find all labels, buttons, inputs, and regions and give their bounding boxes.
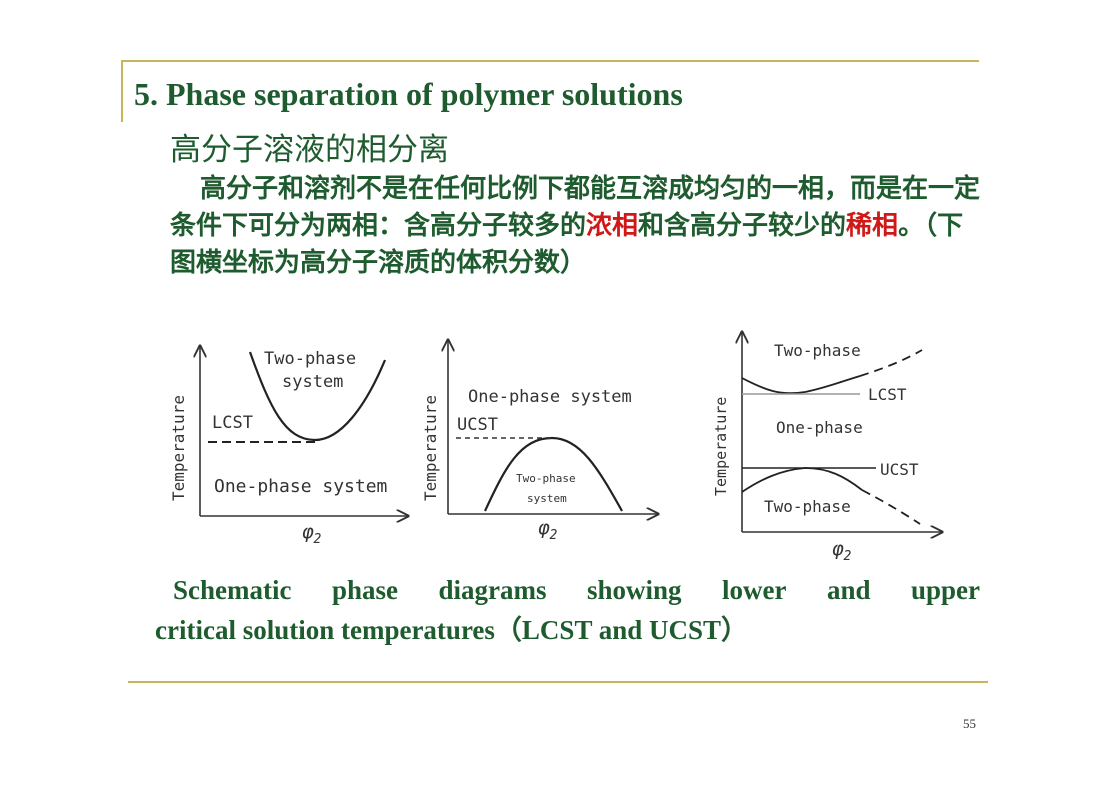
lcst-branch-curve (741, 375, 861, 395)
lcst-diagram: Temperature Two-phase system LCST One-ph… (169, 346, 408, 547)
paragraph-part-1: 高分子和溶剂不是在任何比例下都能互溶成均匀的一相，而是在一定条件下可分为两相：含… (170, 174, 981, 241)
combined-diagram: Temperature Two-phase LCST One-phase UCS… (712, 332, 942, 564)
lcst-y-label: Temperature (169, 395, 188, 501)
phase-diagrams: Temperature Two-phase system LCST One-ph… (169, 328, 960, 564)
paragraph-part-3: 。（下图横坐标为高分子溶质的体积分数） (170, 211, 964, 278)
caption-word: lower (721, 575, 787, 605)
caption-word: and (826, 575, 871, 605)
figure-caption: Schematic phase diagrams showing lower a… (155, 570, 980, 650)
highlight-dilute-phase: 稀相 (846, 211, 899, 241)
caption-word: Schematic (173, 575, 292, 605)
combined-middle-region-label: One-phase (776, 418, 863, 437)
combined-lcst-label: LCST (868, 385, 907, 404)
ucst-y-label: Temperature (421, 395, 440, 501)
caption-word: diagrams (438, 575, 547, 605)
caption-word: phase (331, 575, 398, 605)
slide-title: 5. Phase separation of polymer solutions (134, 76, 683, 112)
combined-y-label: Temperature (712, 397, 730, 496)
lcst-lower-region-label: One-phase system (214, 476, 387, 497)
ucst-upper-region-label: One-phase system (468, 387, 632, 407)
ucst-branch-dashed (861, 489, 921, 525)
ucst-branch-curve (741, 467, 863, 493)
combined-bottom-region-label: Two-phase (764, 497, 851, 516)
caption-line-2: critical solution temperatures（LCST and … (155, 615, 749, 645)
ucst-critical-label: UCST (457, 415, 498, 435)
ucst-diagram: Temperature One-phase system UCST Two-ph… (421, 340, 658, 543)
lcst-binodal-curve (248, 351, 387, 442)
ucst-dome-label: Two-phase (516, 472, 576, 485)
ucst-x-label: φ2 (538, 517, 557, 543)
frame-top-rule (121, 60, 979, 62)
ucst-dome-label-2: system (527, 492, 567, 505)
lcst-upper-region-label: Two-phase (264, 349, 356, 369)
slide-subtitle: 高分子溶液的相分离 (170, 132, 449, 168)
caption-line-1: Schematic phase diagrams showing lower a… (155, 570, 980, 610)
caption-word: upper (910, 575, 980, 605)
body-paragraph: 高分子和溶剂不是在任何比例下都能互溶成均匀的一相，而是在一定条件下可分为两相：含… (170, 171, 985, 282)
lcst-upper-region-label-2: system (282, 372, 343, 392)
combined-x-label: φ2 (832, 538, 851, 564)
lcst-critical-label: LCST (212, 413, 253, 433)
frame-left-rule (121, 60, 123, 122)
combined-ucst-label: UCST (880, 460, 919, 479)
paragraph-part-2: 和含高分子较少的 (638, 211, 847, 241)
page-number: 55 (963, 716, 976, 731)
lcst-x-label: φ2 (302, 521, 321, 547)
frame-bottom-rule (128, 681, 988, 683)
caption-word: showing (586, 575, 682, 605)
lcst-branch-dashed (859, 349, 923, 377)
ucst-binodal-curve (484, 436, 623, 512)
combined-top-region-label: Two-phase (774, 341, 861, 360)
highlight-concentrated-phase: 浓相 (586, 211, 639, 241)
